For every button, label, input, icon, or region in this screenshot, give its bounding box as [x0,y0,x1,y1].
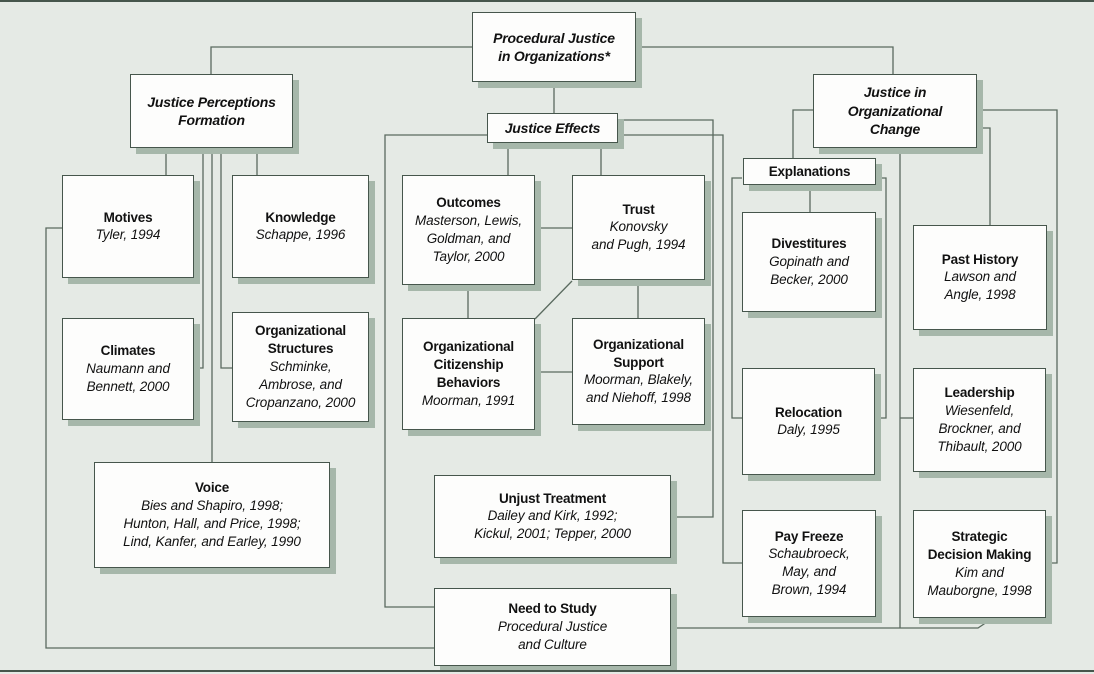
box-organizational-citizenship-behaviors: Organizational Citizenship Behaviors Moo… [402,318,535,430]
box-citation: Schappe, 1996 [255,227,346,243]
box-title: Need to Study [508,601,597,617]
box-citation: Gopinath and Becker, 2000 [769,253,849,287]
box-citation: Moorman, Blakely, and Niehoff, 1998 [583,372,694,406]
box-unjust-treatment: Unjust Treatment Dailey and Kirk, 1992; … [434,475,671,558]
box-past-history: Past History Lawson and Angle, 1998 [913,225,1047,330]
box-citation: Moorman, 1991 [421,392,516,408]
box-motives: Motives Tyler, 1994 [62,175,194,278]
edge-trust-ocb-diagonal [534,280,573,320]
box-title: Justice Effects [504,119,601,136]
box-citation: Bies and Shapiro, 1998; Hunton, Hall, an… [123,497,301,549]
box-title: Justice Perceptions Formation [147,93,276,128]
edge-explanations-joc [792,109,813,158]
box-citation: Schminke, Ambrose, and Cropanzano, 2000 [245,358,356,410]
box-organizational-structures: Organizational Structures Schminke, Ambr… [232,312,369,422]
box-title: Past History [941,251,1019,267]
box-procedural-justice: Procedural Justice in Organizations* [472,12,636,82]
edge-needtostudy-sdm [671,617,994,629]
edge-explanations-relocation-left [731,177,742,419]
box-citation: Procedural Justice and Culture [497,618,608,652]
box-citation: Wiesenfeld, Brockner, and Thibault, 2000 [937,402,1022,454]
box-title: Organizational Structures [255,323,346,357]
box-title: Organizational Support [593,336,684,370]
box-title: Organizational Citizenship Behaviors [423,339,514,390]
box-divestitures: Divestitures Gopinath and Becker, 2000 [742,212,876,312]
box-title: Voice [194,480,230,496]
box-strategic-decision-making: Strategic Decision Making Kim and Maubor… [913,510,1046,618]
box-need-to-study: Need to Study Procedural Justice and Cul… [434,588,671,666]
box-citation: Lawson and Angle, 1998 [944,269,1016,303]
box-justice-perceptions-formation: Justice Perceptions Formation [130,74,293,148]
page-frame-bottom-rule [0,670,1094,672]
box-citation: Schaubroeck, May, and Brown, 1994 [768,546,850,598]
box-justice-effects: Justice Effects [487,113,618,143]
box-title: Unjust Treatment [498,490,607,506]
box-trust: Trust Konovsky and Pugh, 1994 [572,175,705,280]
box-title: Pay Freeze [774,528,844,544]
box-justice-in-organizational-change: Justice in Organizational Change [813,74,977,148]
edge-jpf-orgstructures [220,148,232,369]
box-explanations: Explanations [743,158,876,185]
edge-explanations-relocation-right [876,177,887,419]
box-title: Explanations [768,163,851,179]
box-climates: Climates Naumann and Bennett, 2000 [62,318,194,420]
box-citation: Masterson, Lewis, Goldman, and Taylor, 2… [414,212,523,264]
box-citation: Daly, 1995 [777,422,840,438]
box-title: Trust [622,201,655,217]
box-title: Divestitures [771,236,847,252]
box-voice: Voice Bies and Shapiro, 1998; Hunton, Ha… [94,462,330,568]
box-title: Climates [100,343,156,359]
edge-effects-unjusttreatment [618,119,714,518]
box-title: Knowledge [265,209,336,225]
edge-procjustice-joc [636,46,894,74]
box-citation: Konovsky and Pugh, 1994 [591,219,686,253]
edge-effects-payfreeze [618,134,742,564]
edge-motives-needtostudy [45,227,434,649]
box-citation: Kim and Mauborgne, 1998 [927,564,1032,598]
box-pay-freeze: Pay Freeze Schaubroeck, May, and Brown, … [742,510,876,617]
edge-jpf-climates [194,148,204,369]
box-citation: Dailey and Kirk, 1992; Kickul, 2001; Tep… [474,508,631,542]
edge-pasthistory-joc [977,127,991,225]
box-relocation: Relocation Daly, 1995 [742,368,875,475]
box-title: Strategic Decision Making [927,529,1032,563]
box-title: Leadership [944,385,1015,401]
page-frame-top-rule [0,0,1094,2]
edge-effects-needtostudy [384,134,487,608]
edge-joc-sdm [977,109,1058,564]
box-citation: Naumann and Bennett, 2000 [86,360,170,394]
box-citation: Tyler, 1994 [95,227,161,243]
box-title: Justice in Organizational Change [847,84,943,138]
box-outcomes: Outcomes Masterson, Lewis, Goldman, and … [402,175,535,285]
box-leadership: Leadership Wiesenfeld, Brockner, and Thi… [913,368,1046,472]
box-organizational-support: Organizational Support Moorman, Blakely,… [572,318,705,425]
box-title: Relocation [774,404,842,420]
box-knowledge: Knowledge Schappe, 1996 [232,175,369,278]
box-title: Procedural Justice in Organizations* [493,29,615,64]
box-title: Outcomes [436,195,501,211]
box-title: Motives [103,209,153,225]
edge-procjustice-jpf [210,46,472,74]
